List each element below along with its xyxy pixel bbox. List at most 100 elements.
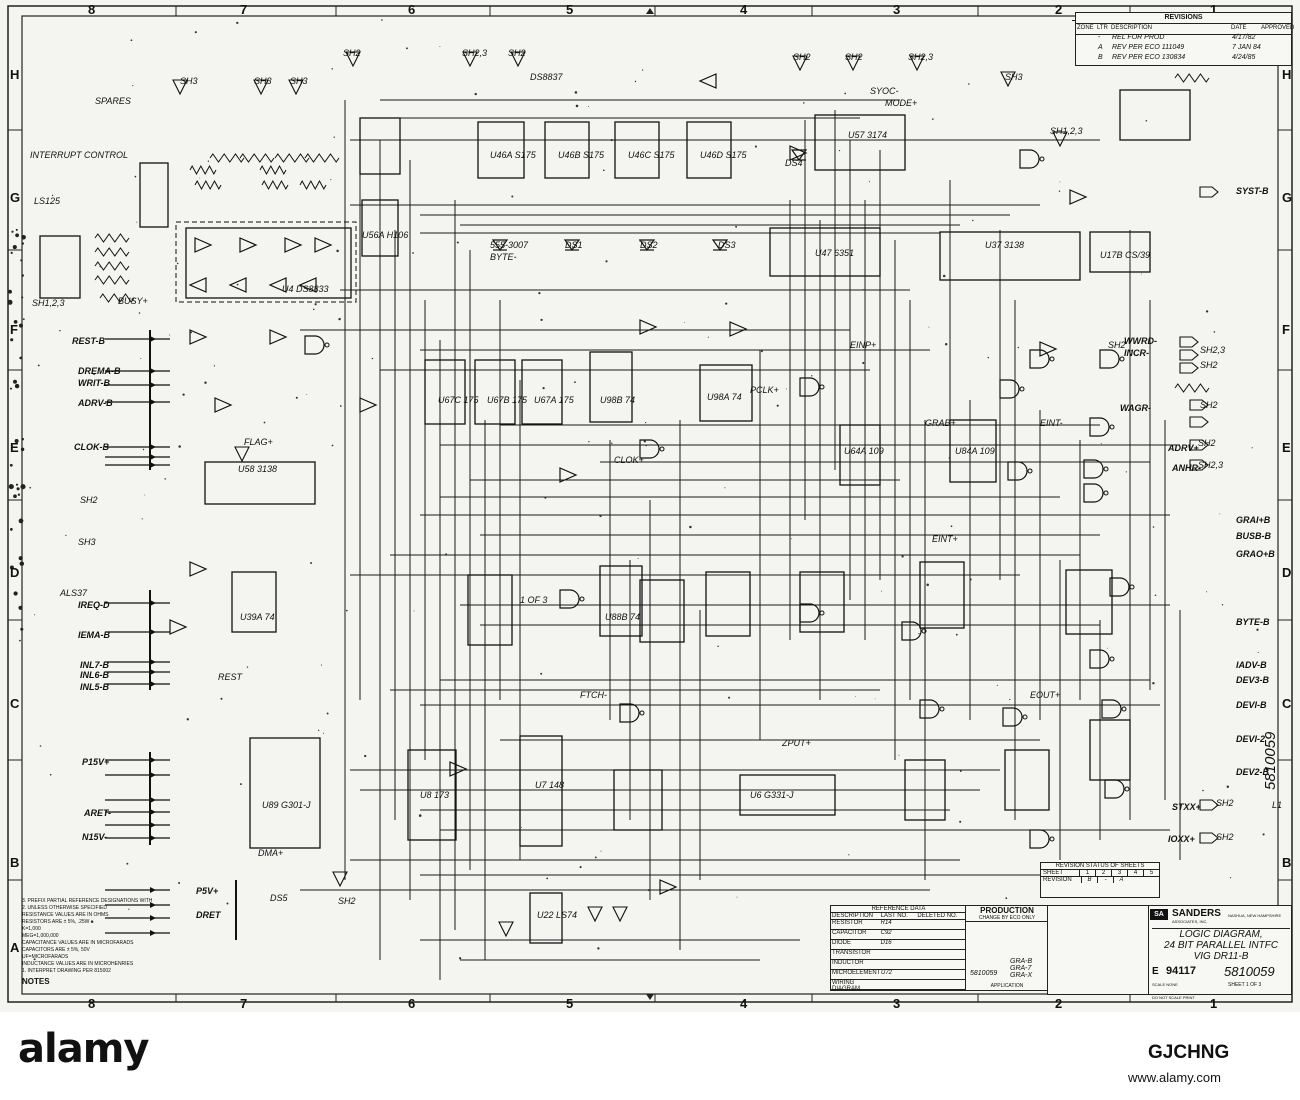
inversion-bubble [1109, 656, 1115, 662]
reference-cell: D16 [880, 940, 892, 946]
scan-noise [1017, 346, 1020, 349]
sheet-ref-label: SH3 [290, 76, 308, 86]
scan-noise [1100, 443, 1102, 445]
zone-number: 1 [1210, 996, 1218, 1011]
right-signal-label: WAGR- [1120, 403, 1151, 413]
ic-chip-outline [474, 359, 516, 425]
logic-gate [1083, 459, 1104, 479]
misc-label: EOUT+ [1030, 690, 1061, 700]
scan-noise [838, 150, 841, 152]
resistor [274, 153, 310, 163]
zone-letter: B [10, 855, 20, 870]
connector-arrow [150, 835, 156, 841]
zone-letter: D [1282, 565, 1292, 580]
resistor [209, 153, 245, 163]
sheet-ref-label: SH2 [338, 896, 356, 906]
company-name: SANDERS [1172, 908, 1221, 919]
logic-gate [1109, 577, 1130, 597]
revision-cell: B [1098, 54, 1103, 61]
offsheet-ref-marker [332, 871, 348, 888]
scan-noise [310, 562, 313, 564]
zone-letter: G [1282, 190, 1293, 205]
edge-smudge [21, 242, 25, 245]
misc-label: INTERRUPT CONTROL [30, 150, 129, 160]
reference-cell: MICROELEMENT [832, 970, 881, 976]
reference-cell: INDUCTOR [832, 960, 864, 966]
revision-status-revs: B-A [1081, 877, 1129, 883]
scan-noise [199, 177, 200, 179]
chip-label: U58 3138 [238, 464, 278, 474]
scan-noise [1058, 190, 1061, 192]
scan-noise [412, 252, 414, 254]
revision-col-header: DATE [1231, 25, 1247, 31]
inversion-bubble [639, 710, 645, 716]
edge-smudge [19, 356, 23, 360]
sheet-connector [1199, 799, 1219, 811]
revision-col-header: APPROVED [1261, 25, 1295, 31]
connector-arrow [150, 629, 156, 635]
edge-smudge [8, 289, 12, 294]
revision-cell: 4/17/82 [1232, 34, 1256, 41]
zone-number: 7 [240, 2, 248, 17]
zone-letter: E [1282, 440, 1291, 455]
scan-noise [898, 754, 900, 756]
offsheet-ref-marker [288, 79, 304, 96]
scan-noise [1251, 447, 1253, 449]
edge-smudge [18, 518, 24, 524]
ic-chip-outline [705, 571, 751, 637]
scan-noise [312, 308, 315, 311]
logic-gate [901, 621, 922, 641]
edge-smudge [9, 565, 14, 570]
revision-status-title: REVISION STATUS OF SHEETS [1041, 863, 1159, 870]
title-line: VIG DR11-B [1193, 951, 1249, 962]
notes-block: 3. PREFIX PARTIAL REFERENCE DESIGNATIONS… [22, 898, 222, 986]
misc-label: DS1 [565, 240, 583, 250]
buffer-gate [449, 761, 468, 777]
misc-label: DS2 [640, 240, 658, 250]
resistor [1174, 383, 1210, 393]
do-not-scale: DO NOT SCALE PRINT [1152, 995, 1195, 1000]
ic-chip-outline [39, 235, 81, 299]
scan-noise [295, 396, 298, 399]
left-signal-label: WRIT-B [78, 378, 110, 388]
sheet-ref-label: SH3 [78, 537, 96, 547]
right-signal-label: WWRD- [1124, 336, 1157, 346]
ic-chip-outline [699, 364, 753, 422]
scan-noise [521, 826, 522, 828]
resistor [1174, 73, 1210, 83]
ic-chip-outline [939, 231, 1081, 281]
ic-chip-outline [949, 419, 997, 483]
inversion-bubble [1121, 706, 1127, 712]
scan-noise [178, 882, 181, 884]
sheet-connector [1189, 439, 1209, 451]
scale: SCALE NONE [1152, 982, 1178, 987]
misc-label: BYTE- [490, 252, 517, 262]
scan-noise [1130, 350, 1133, 352]
sheet-ref-label: SH2 [508, 48, 526, 58]
edge-smudge [22, 318, 25, 320]
misc-label: PCLK+ [750, 385, 779, 395]
note-line: CAPACITANCE VALUES ARE IN MICROFARADS [22, 940, 134, 946]
scan-noise [848, 854, 850, 856]
scan-noise [314, 303, 317, 306]
buffer-gate [214, 397, 233, 413]
scan-noise [546, 877, 549, 880]
scan-noise [142, 448, 145, 451]
chip-label: U98B 74 [600, 395, 636, 405]
chip-label: U98A 74 [707, 392, 742, 402]
scan-noise [1106, 647, 1108, 649]
scan-noise [538, 292, 541, 295]
misc-label: EINT+ [932, 534, 958, 544]
reference-cell: CAPACITOR [832, 930, 867, 936]
zone-number: 2 [1055, 2, 1063, 17]
scan-noise [51, 194, 54, 197]
scan-noise [942, 274, 946, 278]
scan-noise [540, 318, 543, 322]
scan-noise [59, 329, 61, 332]
edge-smudge [18, 556, 23, 561]
left-signal-label: INL6-B [80, 670, 109, 680]
logic-gate [799, 377, 820, 397]
chip-label: U6 G331-J [750, 790, 794, 800]
